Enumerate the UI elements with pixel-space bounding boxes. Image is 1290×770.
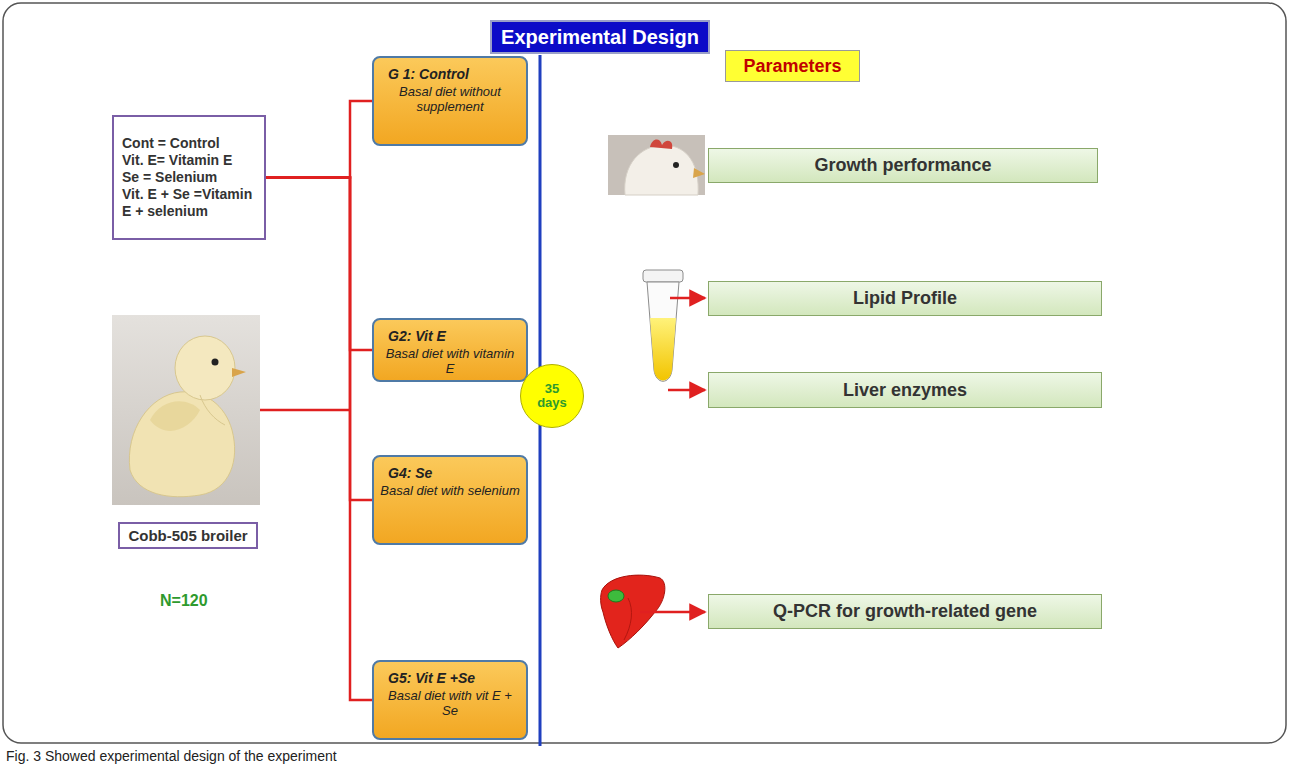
sample-size-label: N=120 (160, 592, 208, 610)
box-text: Growth performance (814, 155, 991, 176)
figure-frame (3, 3, 1286, 743)
box-text: 35 days (535, 382, 569, 411)
breed-box: Cobb-505 broiler (118, 522, 258, 549)
box-subtext: Basal diet with vitamin E (380, 346, 520, 376)
chick-head-photo (608, 135, 705, 195)
group-box: G2: Vit E Basal diet with vitamin E (372, 318, 528, 382)
group-box: G4: Se Basal diet with selenium (372, 455, 528, 545)
group-box: G5: Vit E +SeBasal diet with vit E + Se (372, 660, 528, 740)
blood-tube (643, 270, 705, 390)
box-text: G4: Se (380, 465, 432, 481)
box-text: Parameters (743, 56, 841, 77)
chick-photo (112, 315, 260, 505)
parameter-box: Liver enzymes (708, 372, 1102, 408)
box-subtext: Se = Selenium (122, 169, 217, 186)
liver-icon (601, 575, 705, 648)
title-text: Experimental Design (501, 26, 699, 49)
abbreviation-box: Cont = ControlVit. E= Vitamin ESe = Sele… (112, 115, 266, 240)
box-text: Q-PCR for growth-related gene (773, 601, 1037, 622)
title-box: Experimental Design (490, 20, 710, 54)
figure-caption: Fig. 3 Showed experimental design of the… (6, 748, 337, 764)
box-text: G2: Vit E (380, 328, 446, 344)
parameter-box: Growth performance (708, 148, 1098, 183)
group-box: G 1: ControlBasal diet without supplemen… (372, 56, 528, 146)
parameter-box: Q-PCR for growth-related gene (708, 594, 1102, 629)
photo-link-line (260, 409, 350, 412)
box-subtext: Basal diet without supplement (380, 84, 520, 114)
group-connector (266, 178, 372, 351)
box-text: Lipid Profile (853, 288, 957, 309)
box-text: Cobb-505 broiler (128, 527, 247, 544)
box-text: G 1: Control (380, 66, 469, 82)
parameters-box: Parameters (725, 50, 860, 82)
group-connector (266, 178, 372, 701)
box-text: G5: Vit E +Se (380, 670, 475, 686)
box-text: Liver enzymes (843, 380, 967, 401)
box-subtext: Vit. E + Se =Vitamin E + selenium (122, 186, 256, 220)
group-connector (266, 101, 372, 178)
box-text: Cont = Control (122, 135, 220, 152)
box-subtext: Vit. E= Vitamin E (122, 152, 232, 169)
group-connector (266, 178, 372, 501)
box-subtext: Basal diet with selenium (380, 483, 519, 498)
duration-circle: 35 days (520, 364, 584, 428)
parameter-box: Lipid Profile (708, 281, 1102, 316)
box-subtext: Basal diet with vit E + Se (380, 688, 520, 718)
